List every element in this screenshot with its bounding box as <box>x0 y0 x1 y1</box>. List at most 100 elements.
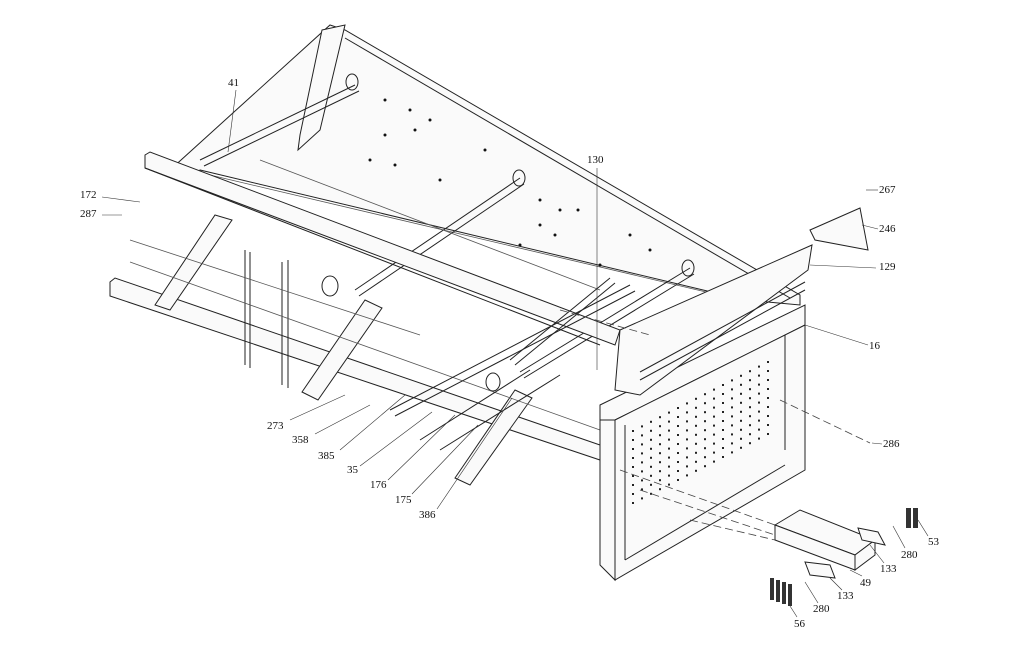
callout-16: 16 <box>869 340 880 352</box>
perforation-hole <box>722 411 724 413</box>
perforation-hole <box>731 415 733 418</box>
perforation-hole <box>758 437 760 440</box>
callout-133-b: 133 <box>837 590 854 602</box>
perforation-hole <box>668 438 670 441</box>
perforation-hole <box>632 439 634 441</box>
perforation-hole <box>686 447 688 450</box>
perforation-hole <box>767 406 769 408</box>
perforation-hole <box>650 474 652 477</box>
perforation-hole <box>650 456 652 459</box>
perforation-hole <box>749 370 751 373</box>
perforation-hole <box>749 424 751 427</box>
perforation-hole <box>632 484 634 486</box>
perforation-hole <box>713 424 715 427</box>
perforation-hole <box>695 424 697 427</box>
perforation-hole <box>758 419 760 422</box>
callout-56: 56 <box>794 618 805 630</box>
callout-176: 176 <box>370 479 387 491</box>
slats <box>129 159 636 486</box>
perforation-hole <box>650 492 652 495</box>
perforation-hole <box>641 425 643 428</box>
perforation-hole <box>632 502 634 504</box>
callout-129: 129 <box>879 261 896 273</box>
perforation-hole <box>740 374 742 377</box>
perforation-hole <box>641 497 643 500</box>
perforation-hole <box>767 379 769 381</box>
callout-358: 358 <box>292 434 309 446</box>
perforation-hole <box>659 488 661 491</box>
perforation-hole <box>713 460 715 463</box>
perforation-hole <box>722 429 724 431</box>
perforation-hole <box>704 420 706 423</box>
perforation-hole <box>731 379 733 382</box>
perforation-hole <box>731 406 733 409</box>
perforation-hole <box>722 447 724 449</box>
perforation-hole <box>659 470 661 473</box>
perforation <box>632 361 769 504</box>
callout-172: 172 <box>80 189 97 201</box>
perforation-hole <box>713 388 715 391</box>
perforation-hole <box>632 457 634 459</box>
perforation-hole <box>740 392 742 395</box>
perforation-hole <box>758 428 760 431</box>
callout-267: 267 <box>879 184 896 196</box>
perforation-hole <box>740 419 742 422</box>
perforation-hole <box>722 402 724 404</box>
perforation-hole <box>758 410 760 413</box>
perforation-hole <box>713 406 715 409</box>
panel-holes <box>368 98 652 267</box>
callout-133-a: 133 <box>880 563 897 575</box>
perforation-hole <box>686 474 688 477</box>
perforation-hole <box>722 420 724 422</box>
perforation-hole <box>668 474 670 477</box>
perforation-hole <box>677 425 679 427</box>
perforation-hole <box>632 466 634 468</box>
perforation-hole <box>659 452 661 455</box>
callout-53: 53 <box>928 536 939 548</box>
perforation-hole <box>668 465 670 468</box>
perforation-hole <box>749 406 751 409</box>
perforation-hole <box>677 470 679 472</box>
perforation-hole <box>686 438 688 441</box>
perforation-hole <box>740 446 742 449</box>
perforation-hole <box>731 451 733 454</box>
perforation-hole <box>632 448 634 450</box>
perforation-hole <box>650 447 652 450</box>
perforation-hole <box>641 470 643 473</box>
perforation-hole <box>659 461 661 464</box>
perforation-hole <box>713 433 715 436</box>
perforation-hole <box>695 433 697 436</box>
perforation-hole <box>704 447 706 450</box>
perforation-hole <box>731 388 733 391</box>
perforation-hole <box>641 434 643 437</box>
end-cabinet <box>599 244 813 582</box>
callout-287: 287 <box>80 208 97 220</box>
perforation-hole <box>677 479 679 481</box>
perforation-hole <box>758 365 760 368</box>
callout-280-b: 280 <box>813 603 830 615</box>
callout-273: 273 <box>267 420 284 432</box>
perforation-hole <box>749 433 751 436</box>
perforation-hole <box>668 429 670 432</box>
perforation-hole <box>713 451 715 454</box>
perforation-hole <box>767 361 769 363</box>
perforation-hole <box>686 465 688 468</box>
perforation-hole <box>641 452 643 455</box>
front-top-rail <box>109 151 621 461</box>
perforation-hole <box>767 433 769 435</box>
perforation-hole <box>677 416 679 418</box>
perforation-hole <box>686 456 688 459</box>
perforation-hole <box>677 452 679 454</box>
perforation-hole <box>695 397 697 400</box>
perforation-hole <box>686 420 688 423</box>
perforation-hole <box>704 411 706 414</box>
perforation-hole <box>704 393 706 396</box>
perforation-hole <box>740 437 742 440</box>
perforation-hole <box>650 429 652 432</box>
perforation-hole <box>767 415 769 417</box>
perforation-hole <box>641 488 643 491</box>
perforation-hole <box>758 383 760 386</box>
perforation-hole <box>731 424 733 427</box>
